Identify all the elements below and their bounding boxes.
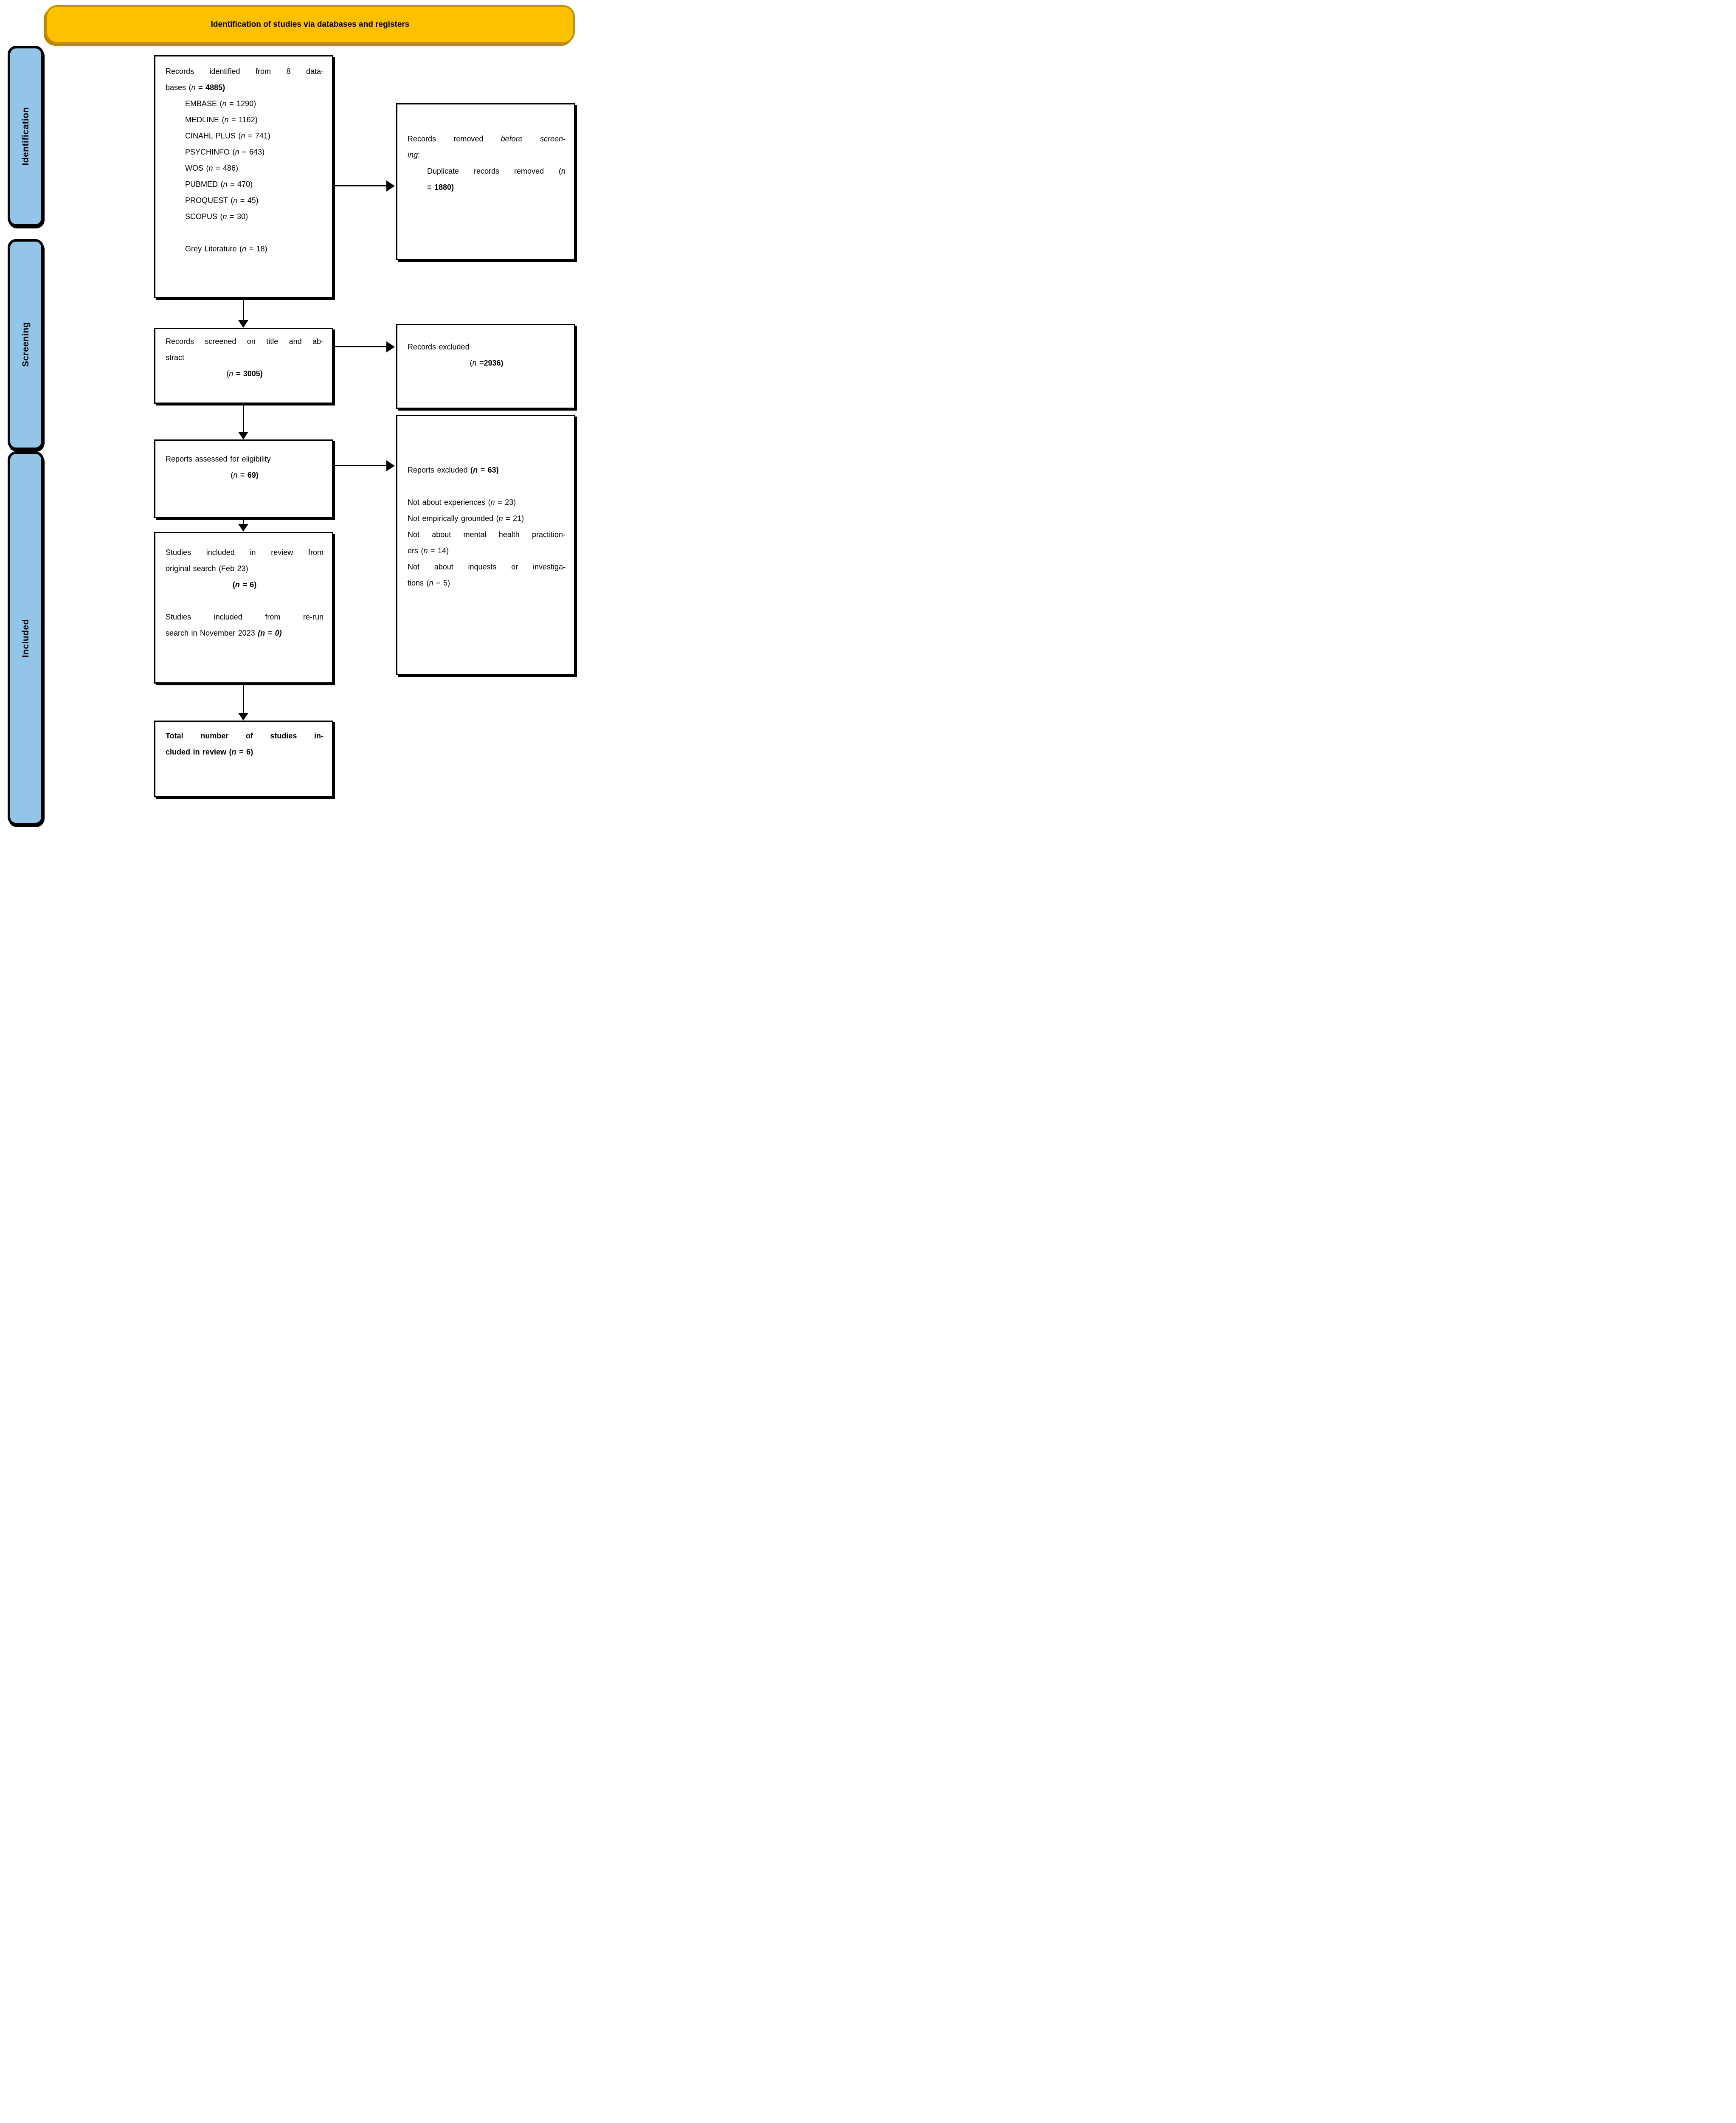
stage-label-included: Included: [20, 619, 31, 658]
stage-identification: Identification: [8, 46, 44, 227]
box-records-identified: Records identified from 8 data-bases (n …: [154, 55, 333, 298]
banner-identification-via-databases: Identification of studies via databases …: [45, 5, 575, 44]
box-total-included: Total number of studies in-cluded in rev…: [154, 721, 333, 797]
arrow-identified-to-removed: [334, 180, 395, 191]
arrow-identified-to-screened: [238, 299, 248, 328]
box-records-excluded: Records excluded(n =2936): [396, 324, 575, 409]
arrow-screened-to-excluded: [334, 341, 395, 352]
stage-label-identification: Identification: [20, 107, 31, 166]
box-reports-excluded: Reports excluded (n = 63) Not about expe…: [396, 415, 575, 675]
prisma-flow-diagram: Identification of studies via databases …: [0, 0, 579, 831]
box-reports-assessed: Reports assessed for eligibility(n = 69): [154, 439, 333, 518]
stage-included: Included: [8, 451, 44, 825]
arrow-assessed-to-reports-excluded: [334, 460, 395, 471]
box-records-removed-before-screening: Records removed before screen-ing:Duplic…: [396, 103, 575, 260]
arrow-screened-to-assessed: [238, 405, 248, 439]
arrow-assessed-to-included-review: [238, 519, 248, 532]
banner-label: Identification of studies via databases …: [211, 20, 410, 29]
arrow-included-review-to-total: [238, 684, 248, 721]
stage-screening: Screening: [8, 239, 44, 450]
box-records-screened: Records screened on title and ab-stract(…: [154, 328, 333, 404]
stage-label-screening: Screening: [20, 322, 31, 367]
